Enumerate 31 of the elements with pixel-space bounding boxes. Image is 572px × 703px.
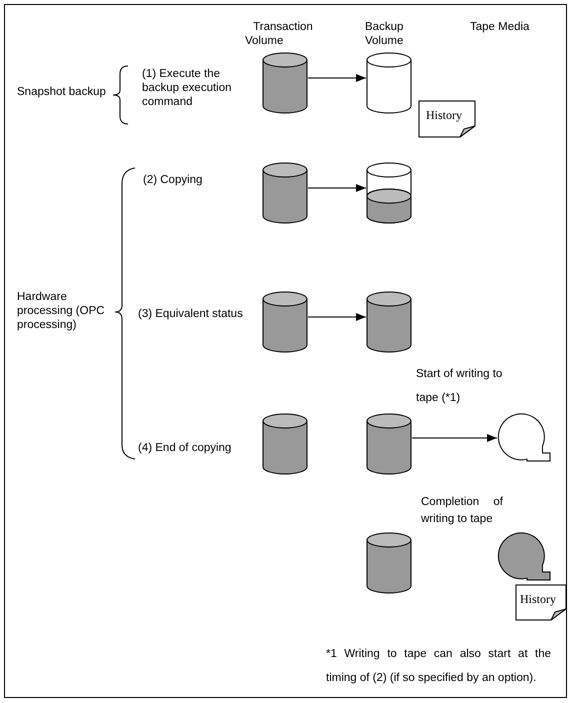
footnote: *1 Writing to tape can also start at the timing of (2) (if so specified by an option). [326,647,551,686]
step-label: Start of writing to tape (*1) [416,367,504,406]
phase-label: Hardware processing (OPC processing) [17,290,106,332]
volume-cylinder [366,532,412,594]
column-header: Transaction Volume [245,20,314,48]
volume-cylinder [262,52,308,114]
history-note [418,100,476,138]
volume-cylinder [366,413,412,475]
step-label: (2) Copying [143,173,204,187]
note-text: History [425,108,463,123]
volume-cylinder [366,52,412,114]
step-label: (1) Execute the backup execution command [142,67,233,109]
arrow [308,184,366,192]
history-note [515,584,567,621]
step-label: Completion of writing to tape [421,495,503,527]
arrow [412,434,498,442]
volume-cylinder [262,162,308,224]
arrow [308,313,366,321]
volume-cylinder [366,162,412,224]
step-label: (3) Equivalent status [138,307,244,321]
column-header: Tape Media [470,20,530,34]
volume-cylinder [262,413,308,475]
tape-reel [497,532,552,582]
arrow [308,74,366,82]
step-label: (4) End of copying [138,441,232,455]
phase-label: Snapshot backup [17,85,107,99]
tape-reel [497,413,552,463]
column-header: Backup Volume [365,20,404,48]
note-text: History [519,592,557,607]
volume-cylinder [366,291,412,353]
volume-cylinder [262,291,308,353]
